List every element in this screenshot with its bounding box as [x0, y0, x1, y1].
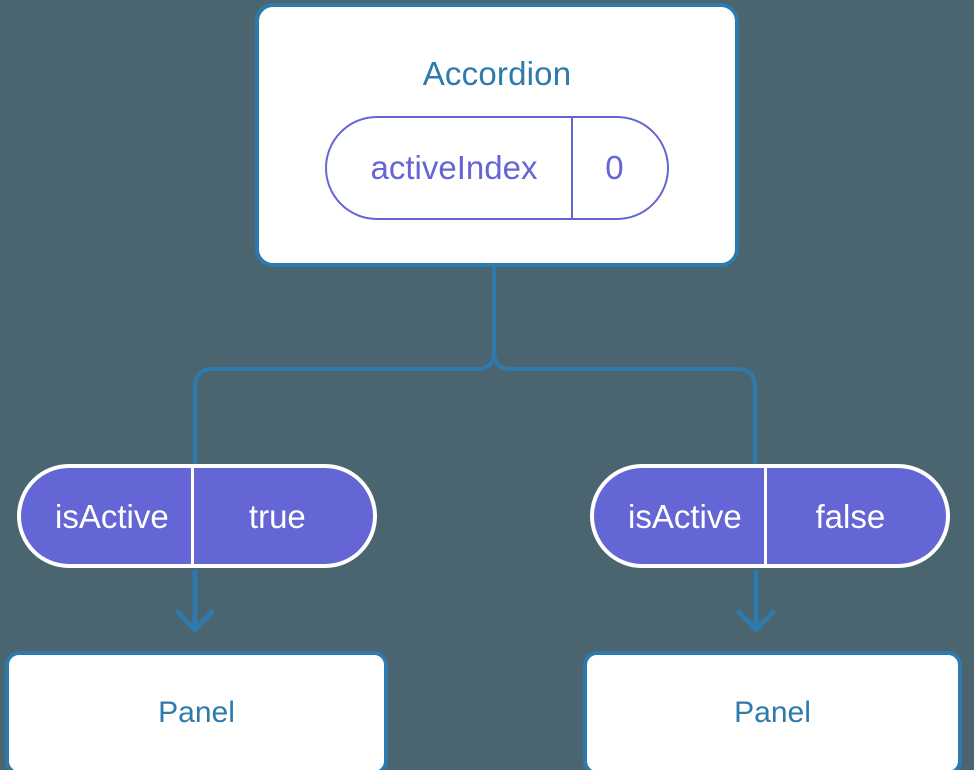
prop-pill-is-active-false[interactable]: isActive false [590, 464, 950, 568]
state-pill-active-index[interactable]: activeIndex 0 [324, 115, 670, 220]
prop-pill-is-active-true[interactable]: isActive true [17, 464, 377, 568]
panel-title: Panel [158, 696, 235, 729]
panel-component-card-left[interactable]: Panel [5, 651, 388, 770]
prop-pill-value: false [763, 468, 946, 564]
prop-pill-key: isActive [628, 497, 742, 535]
panel-component-card-right[interactable]: Panel [583, 651, 962, 770]
state-pill-key: activeIndex [370, 149, 538, 186]
panel-title: Panel [734, 696, 811, 729]
state-pill-value: 0 [571, 117, 667, 218]
accordion-title: Accordion [422, 54, 572, 92]
arrow-down-icon-right [736, 569, 776, 633]
tree-branch-connector [193, 265, 757, 466]
accordion-component-card[interactable]: Accordion activeIndex 0 [255, 3, 739, 267]
arrow-down-icon-left [175, 569, 215, 633]
prop-pill-key: isActive [55, 497, 169, 535]
prop-pill-value: true [190, 468, 373, 564]
